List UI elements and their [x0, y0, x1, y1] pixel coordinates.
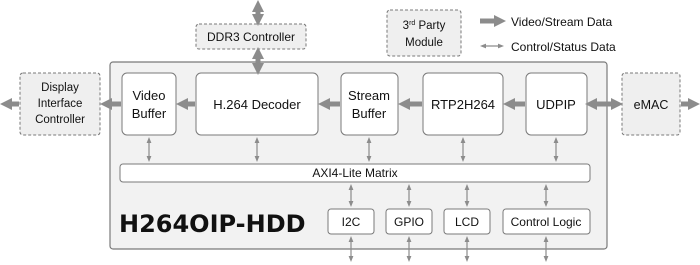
lcd-block: LCD	[443, 208, 491, 235]
emac-block: eMAC	[621, 72, 681, 136]
i2c-label: I2C	[342, 215, 361, 229]
stream-buffer-label-line2: Buffer	[352, 106, 387, 121]
ip-name-label: H264OIP-HDD	[119, 210, 306, 238]
emac-label: eMAC	[634, 98, 669, 112]
control-logic-block: Control Logic	[502, 208, 591, 235]
h264-decoder-label: H.264 Decoder	[213, 97, 301, 112]
ddr3-controller-label: DDR3 Controller	[207, 30, 295, 44]
third-party-module-label-line1: 3rd Party	[403, 20, 446, 32]
third-party-module-block: 3rd Party Module	[386, 9, 462, 57]
video-buffer-label-line2: Buffer	[132, 106, 167, 121]
h264-decoder-block: H.264 Decoder	[195, 72, 319, 136]
video-buffer-label-line1: Video	[132, 88, 165, 103]
legend-control-status-label: Control/Status Data	[511, 40, 616, 54]
ddr3-controller-block: DDR3 Controller	[195, 23, 307, 50]
data-flow-arrows	[0, 0, 700, 111]
axi-matrix-label: AXI4-Lite Matrix	[312, 166, 397, 180]
display-interface-label-line2: Interface	[38, 98, 83, 110]
udpip-label: UDPIP	[536, 97, 576, 112]
i2c-block: I2C	[327, 208, 375, 235]
display-interface-label-line1: Display	[41, 82, 79, 94]
video-buffer-block: Video Buffer	[121, 72, 177, 136]
legend: Video/Stream Data Control/Status Data	[480, 14, 616, 54]
udpip-block: UDPIP	[525, 72, 588, 136]
control-logic-label: Control Logic	[511, 215, 582, 229]
axi-matrix-block: AXI4-Lite Matrix	[119, 163, 591, 183]
third-party-module-label-line2: Module	[405, 37, 443, 49]
rtp2h264-label: RTP2H264	[431, 97, 495, 112]
display-interface-label-line3: Controller	[35, 114, 85, 126]
stream-buffer-label-line1: Stream	[348, 88, 390, 103]
rtp2h264-block: RTP2H264	[422, 72, 504, 136]
stream-buffer-block: Stream Buffer	[340, 72, 399, 136]
gpio-label: GPIO	[394, 215, 424, 229]
display-interface-controller-block: Display Interface Controller	[19, 72, 101, 136]
control-flow-arrows	[146, 137, 559, 262]
lcd-label: LCD	[455, 215, 479, 229]
gpio-block: GPIO	[385, 208, 433, 235]
legend-video-stream-label: Video/Stream Data	[511, 15, 612, 29]
